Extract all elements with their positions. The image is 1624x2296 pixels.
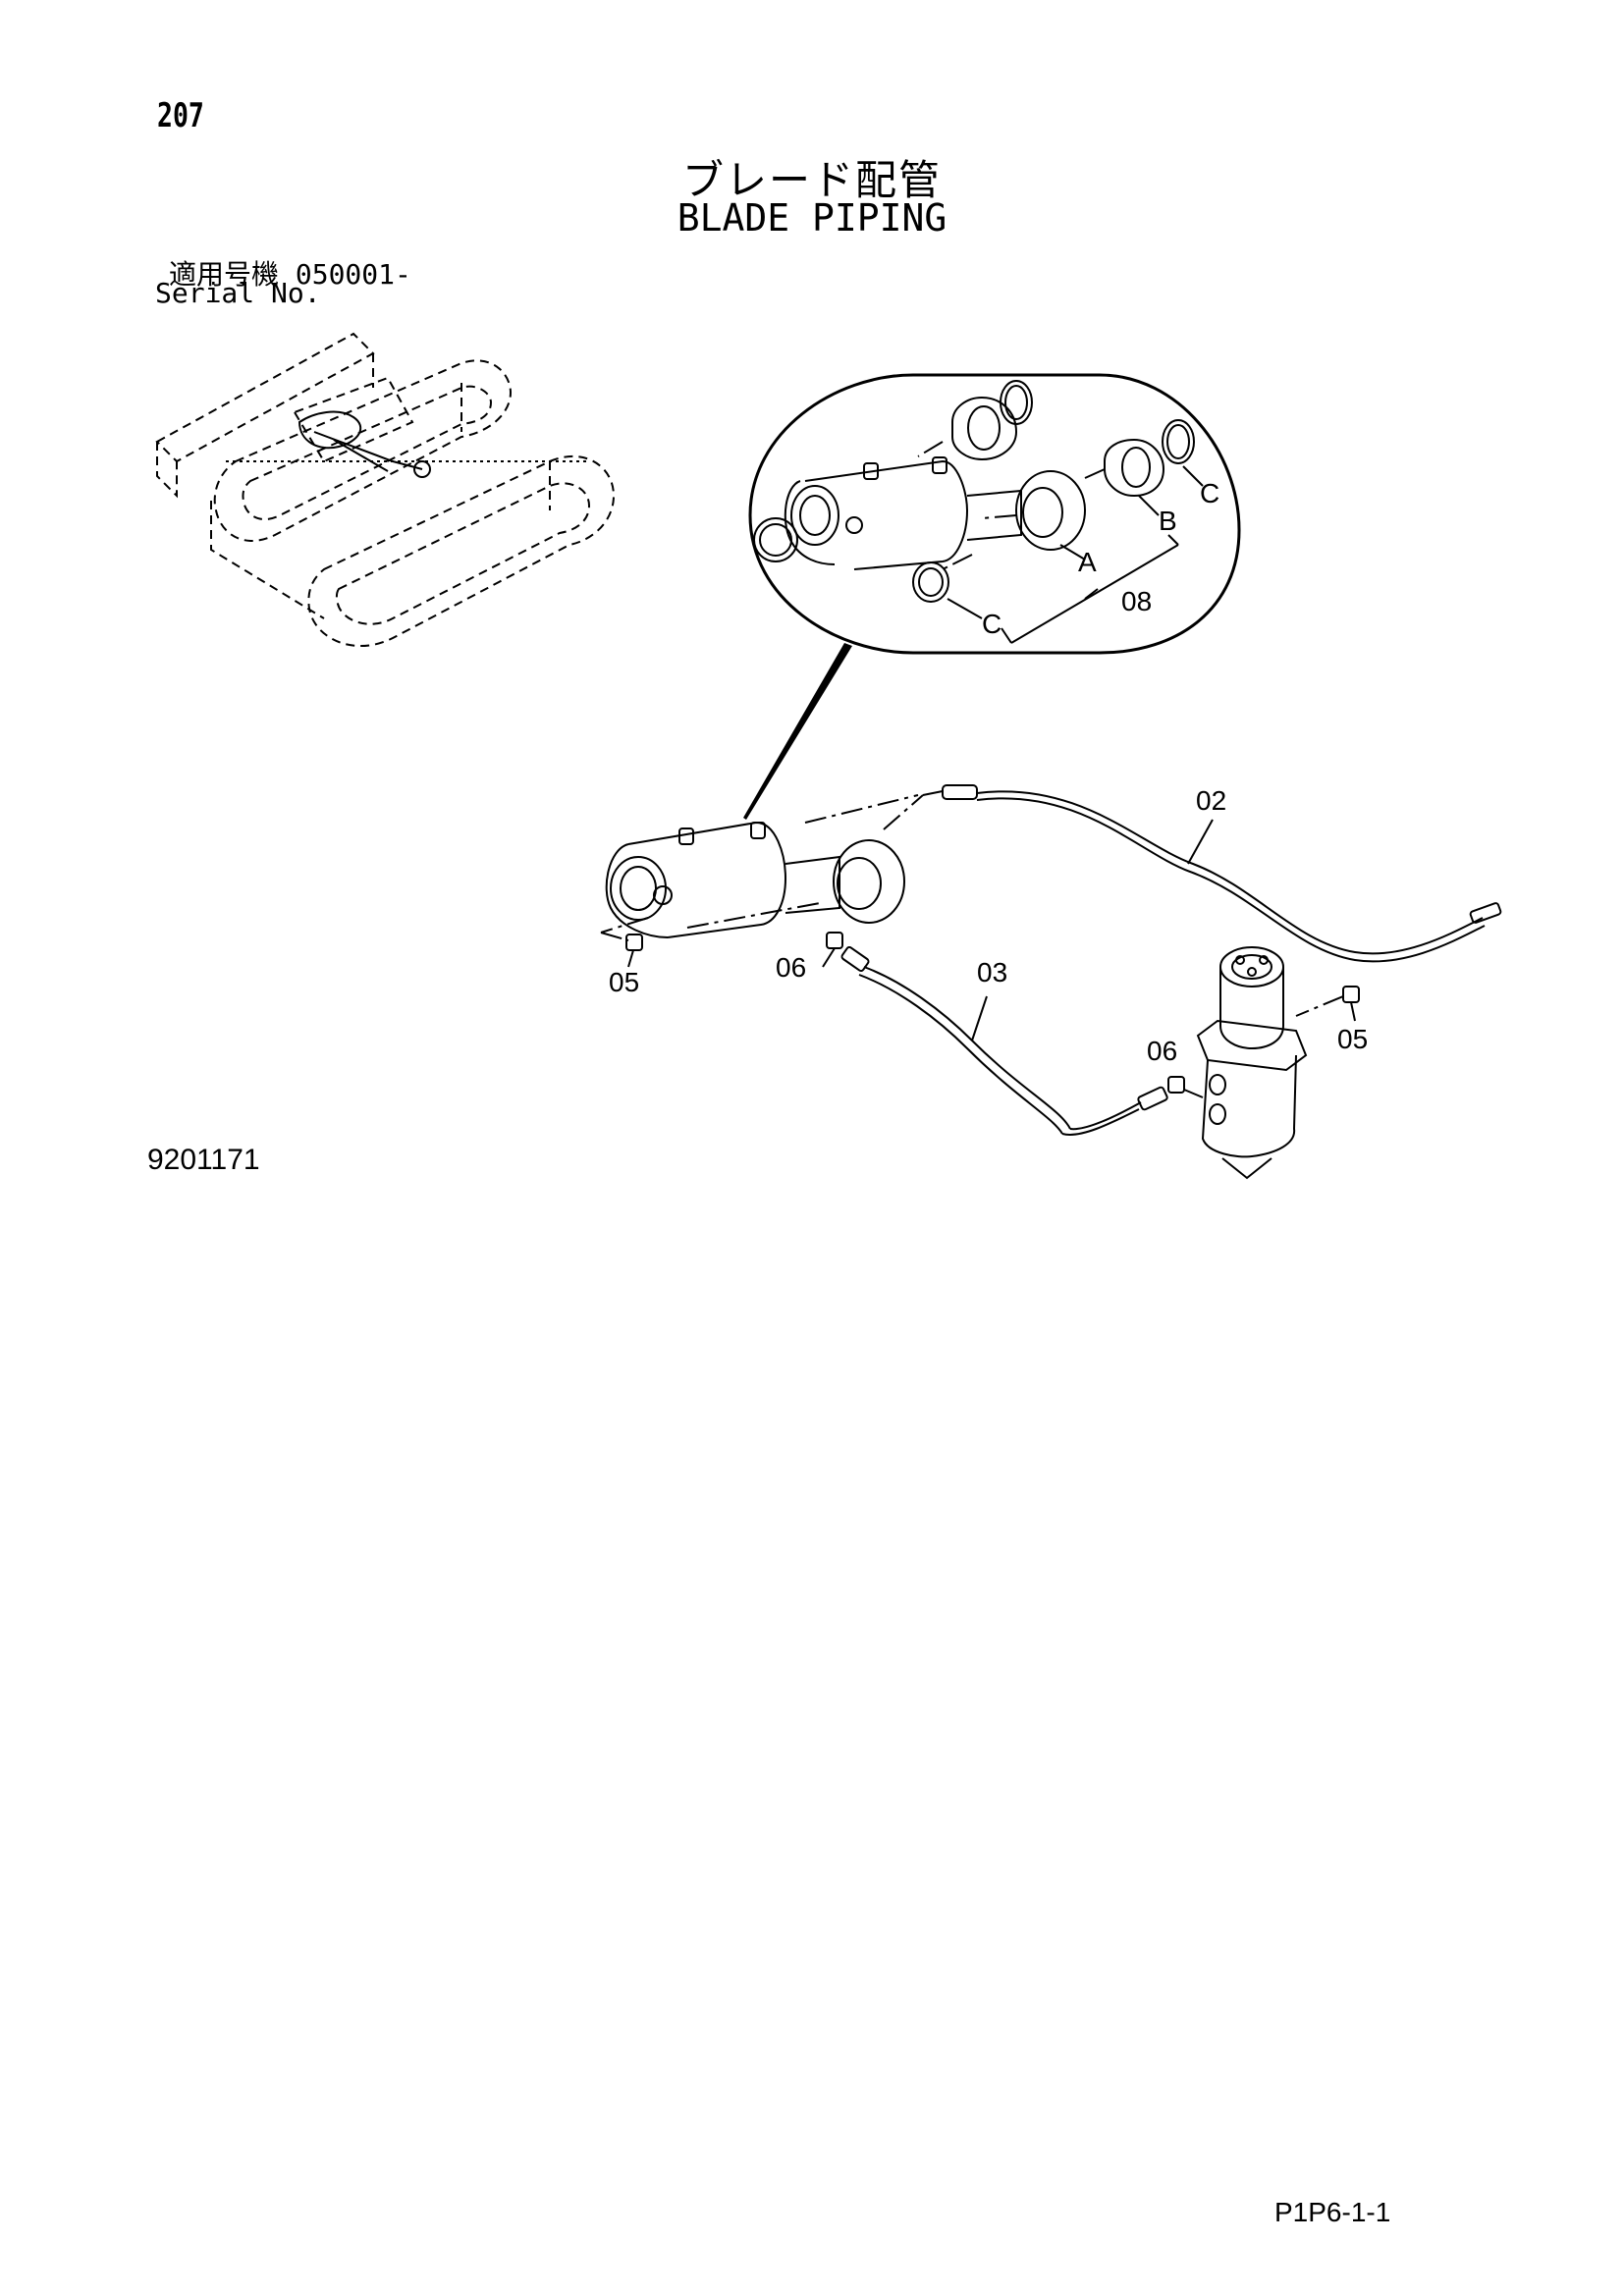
center-joint xyxy=(1196,946,1308,1180)
hose-03: 03 xyxy=(840,945,1168,1136)
seal-c-bottom-label: C xyxy=(982,609,1001,639)
hose-03-label: 03 xyxy=(977,957,1007,988)
seal-a-label: A xyxy=(1078,547,1097,577)
seal-kit-08-label: 08 xyxy=(1121,586,1152,616)
seal-c-top-label: C xyxy=(1200,478,1219,508)
machine-locator-sketch xyxy=(155,332,616,648)
serial-label-english: Serial No. xyxy=(155,277,321,309)
page-title-japanese: ブレード配管 xyxy=(681,156,942,204)
seal-b-label: B xyxy=(1159,506,1177,536)
fitting-05-left-label: 05 xyxy=(609,967,639,997)
fitting-06-left-label: 06 xyxy=(776,952,806,983)
page-code: P1P6-1-1 xyxy=(1274,2197,1391,2227)
fitting-05-right-label: 05 xyxy=(1337,1024,1368,1054)
fitting-06-right-label: 06 xyxy=(1147,1036,1177,1066)
serial-range-japanese: 適用号機 050001- xyxy=(169,258,411,291)
page-number: 207 xyxy=(157,96,204,135)
fittings: 05 06 06 05 xyxy=(600,932,1368,1098)
detail-view-seal-kit: A B C C 08 xyxy=(743,373,1241,820)
page-title-english: BLADE PIPING xyxy=(677,196,947,240)
hose-02-label: 02 xyxy=(1196,785,1226,816)
figure-number: 9201171 xyxy=(147,1144,260,1176)
blade-cylinder xyxy=(600,794,919,938)
hose-02: 02 xyxy=(883,784,1502,963)
